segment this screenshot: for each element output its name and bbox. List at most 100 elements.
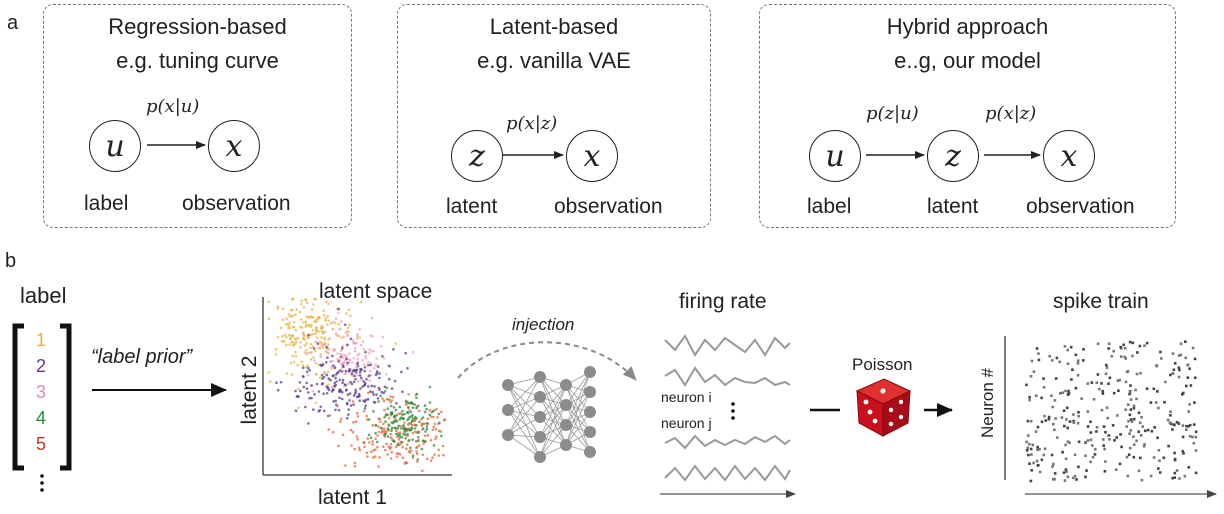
latent-point: [346, 329, 349, 333]
spike-mark: [1137, 411, 1141, 415]
latent-point: [415, 452, 419, 456]
latent-point: [390, 427, 394, 430]
latent-point: [409, 428, 413, 432]
latent-point: [415, 417, 418, 420]
nn-node: [584, 406, 596, 418]
spike-mark: [1032, 370, 1036, 373]
spike-mark: [1188, 403, 1191, 406]
latent-point: [358, 448, 362, 452]
latent-point: [342, 361, 345, 365]
latent-point: [358, 336, 362, 339]
latent-point: [355, 334, 359, 338]
latent-point: [326, 323, 329, 326]
spike-mark: [1138, 344, 1142, 348]
spike-mark: [1105, 366, 1109, 369]
spike-mark: [1031, 443, 1035, 447]
latent-point: [288, 314, 292, 318]
latent-point: [407, 406, 410, 409]
latent-point: [319, 355, 323, 359]
latent-point: [434, 427, 438, 431]
latent-point: [394, 445, 398, 449]
latent-point: [405, 461, 409, 465]
latent-point: [353, 374, 356, 378]
latent-point: [341, 391, 344, 394]
spike-mark: [1158, 459, 1161, 462]
latent-point: [350, 372, 354, 375]
latent-point: [429, 459, 433, 463]
latent-point: [325, 346, 329, 349]
latent-point: [364, 404, 368, 408]
spike-mark: [1084, 440, 1088, 444]
latent-point: [416, 404, 420, 408]
spike-mark: [1142, 444, 1146, 448]
latent-point: [341, 346, 344, 350]
latent-point: [416, 431, 419, 434]
spike-mark: [1138, 421, 1142, 425]
latent-point: [319, 363, 322, 367]
spike-mark: [1177, 354, 1181, 357]
latent-point: [387, 424, 391, 427]
latent-point: [335, 372, 338, 376]
spike-mark: [1066, 440, 1070, 443]
latent-point: [330, 385, 334, 389]
latent-point: [397, 424, 400, 428]
latent-point: [296, 395, 300, 398]
latent-point: [325, 385, 329, 388]
latent-point: [401, 390, 404, 394]
latent-point: [287, 324, 291, 327]
latent-point: [422, 442, 425, 445]
spike-mark: [1074, 353, 1078, 357]
spike-mark: [1084, 475, 1087, 479]
latent-point: [346, 343, 349, 347]
latent-point: [368, 369, 372, 373]
spike-mark: [1153, 426, 1156, 429]
spike-mark: [1035, 459, 1039, 463]
spike-mark: [1119, 355, 1123, 358]
latent-point: [339, 358, 342, 362]
node-caption: observation: [1026, 195, 1135, 218]
spike-mark: [1037, 358, 1041, 362]
latent-point: [364, 398, 368, 402]
latent-point: [285, 317, 288, 320]
latent-point: [282, 307, 285, 311]
latent-point: [352, 421, 355, 424]
label-prior-text: “label prior”: [91, 346, 193, 368]
latent-space-title: latent space: [319, 280, 433, 303]
spike-mark: [1134, 388, 1137, 392]
latent-point: [317, 363, 320, 367]
latent-point: [323, 409, 326, 413]
latent-point: [398, 433, 402, 437]
latent-point: [383, 390, 387, 393]
latent-point: [410, 415, 414, 418]
latent-point: [311, 316, 315, 319]
spike-mark: [1140, 478, 1144, 482]
spike-mark: [1164, 380, 1167, 384]
latent-point: [310, 396, 313, 400]
vdot: [731, 416, 735, 420]
spike-mark: [1193, 376, 1197, 380]
latent-point: [380, 344, 383, 348]
latent-point: [344, 372, 348, 375]
spike-mark: [1077, 414, 1080, 418]
spike-mark: [1067, 389, 1070, 393]
latent-point: [353, 461, 357, 465]
neuron-axis-label: Neuron #: [978, 368, 997, 438]
spike-mark: [1062, 409, 1066, 412]
latent-point: [376, 434, 379, 437]
latent-point: [362, 347, 366, 351]
latent-point: [374, 448, 377, 451]
latent-point: [356, 364, 360, 367]
latent-point: [436, 416, 440, 419]
latent-point: [291, 354, 295, 358]
latent-point: [383, 385, 387, 389]
latent-point: [389, 457, 393, 460]
spike-mark: [1139, 434, 1143, 437]
latent-point: [351, 430, 355, 434]
spike-mark: [1066, 426, 1069, 430]
latent-point: [374, 424, 378, 427]
latent-point: [369, 363, 372, 367]
latent-point: [321, 363, 325, 366]
latent-point: [374, 373, 378, 377]
latent-point: [405, 429, 409, 432]
latent-point: [311, 328, 315, 332]
